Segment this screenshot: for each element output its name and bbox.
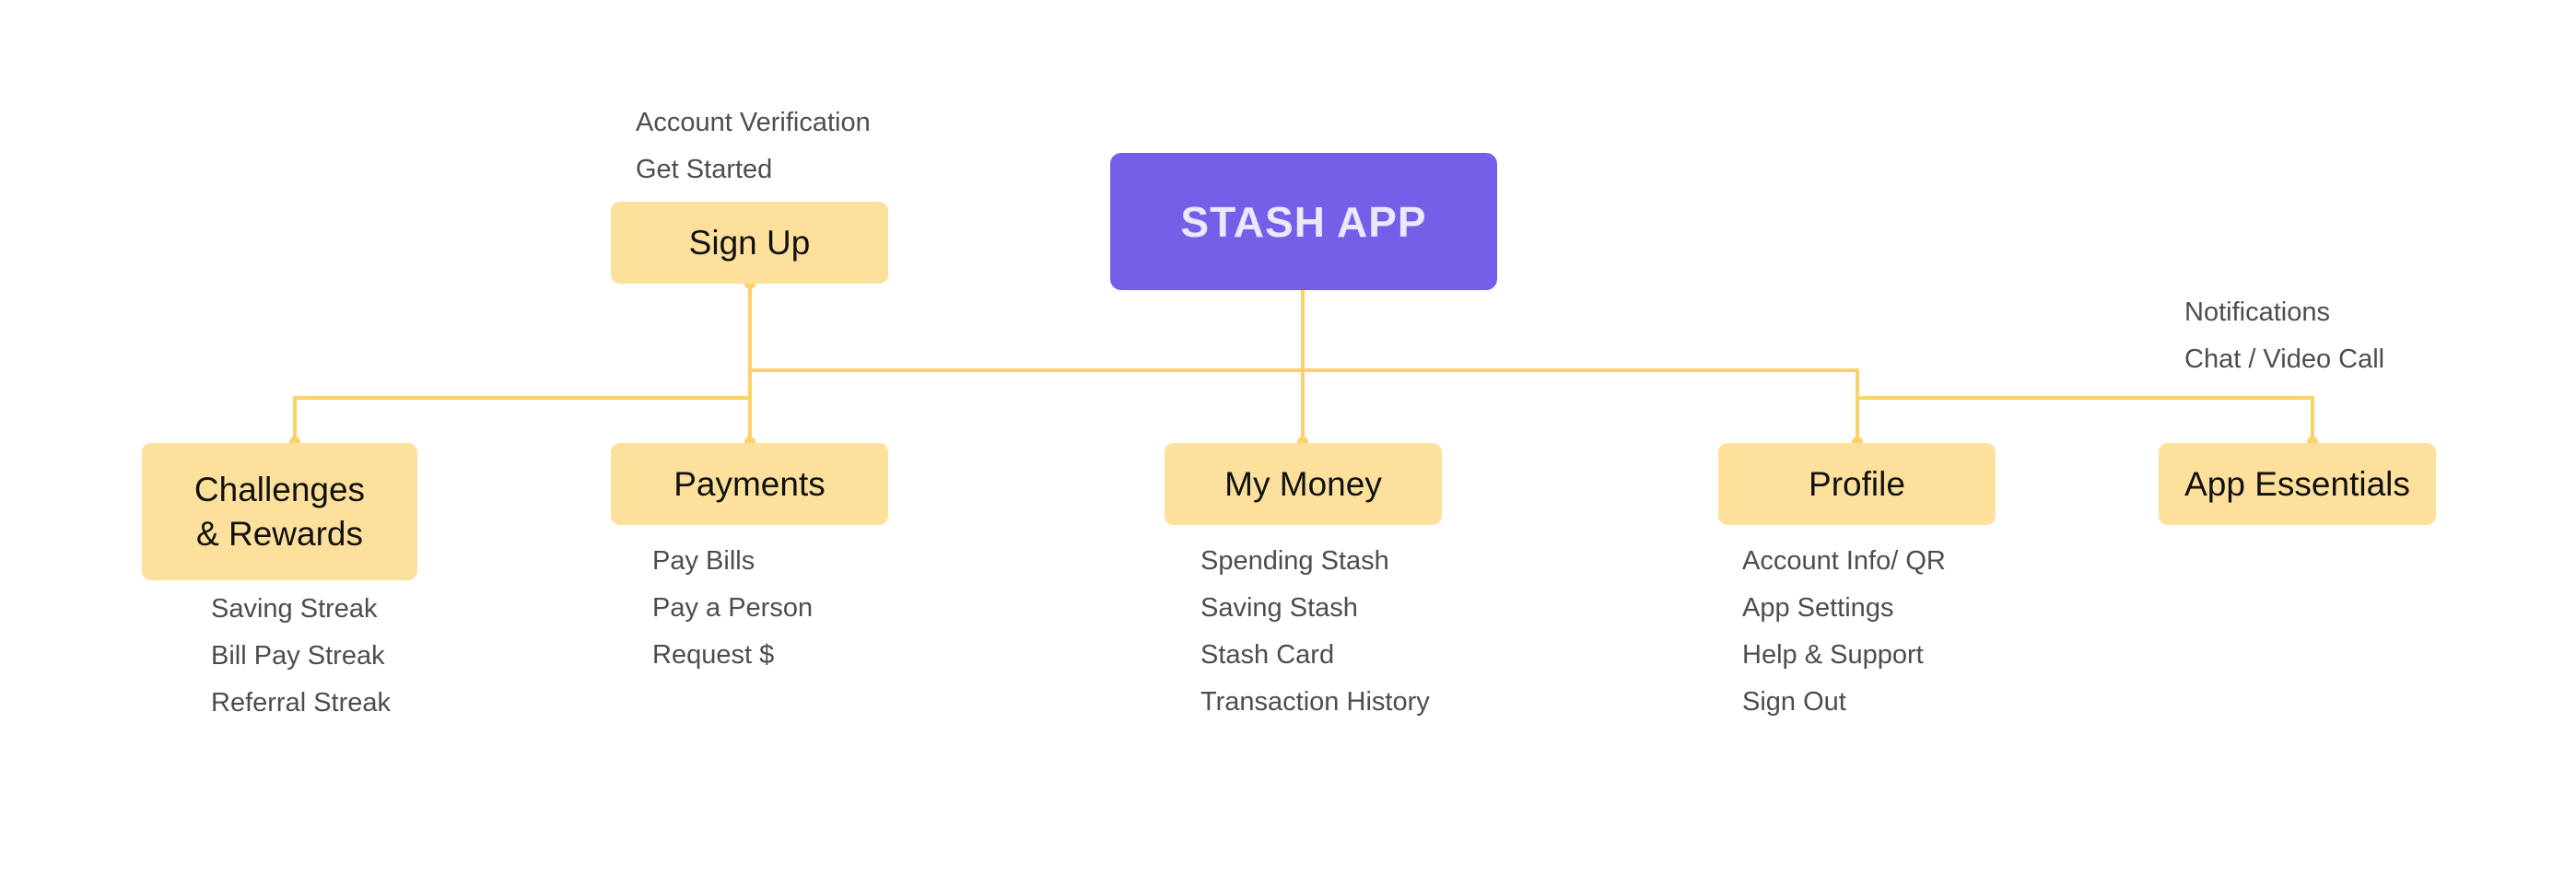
node-profile: Profile <box>1718 443 1996 525</box>
list-item: Transaction History <box>1200 687 1430 717</box>
node-my-money-label: My Money <box>1224 464 1382 503</box>
list-item: Pay a Person <box>652 593 814 623</box>
root-node-stash-app: STASH APP <box>1110 153 1497 290</box>
list-item: Saving Stash <box>1200 593 1358 623</box>
node-challenges-rewards: Challenges & Rewards <box>142 443 417 580</box>
list-item: Saving Streak <box>211 594 378 624</box>
list-item: Account Info/ QR <box>1742 546 1946 576</box>
list-item: Stash Card <box>1200 640 1335 670</box>
node-sign-up-label: Sign Up <box>688 223 811 262</box>
root-node-label: STASH APP <box>1180 197 1427 246</box>
essentials-subitems: Notifications Chat / Video Call <box>2184 289 2384 383</box>
list-item: Notifications <box>2184 298 2330 327</box>
challenges-subitems: Saving Streak Bill Pay Streak Referral S… <box>211 586 391 727</box>
node-sign-up: Sign Up <box>611 202 888 284</box>
list-item: Get Started <box>636 155 773 184</box>
list-item: App Settings <box>1742 593 1894 623</box>
list-item: Referral Streak <box>211 688 392 718</box>
node-my-money: My Money <box>1165 443 1442 525</box>
payments-subitems: Pay Bills Pay a Person Request $ <box>652 538 813 679</box>
list-item: Bill Pay Streak <box>211 641 385 671</box>
list-item: Sign Out <box>1742 687 1846 717</box>
list-item: Account Verification <box>636 108 871 137</box>
profile-subitems: Account Info/ QR App Settings Help & Sup… <box>1742 538 1946 726</box>
node-app-essentials: App Essentials <box>2159 443 2436 525</box>
node-payments-label: Payments <box>673 464 825 503</box>
list-item: Request $ <box>652 640 775 670</box>
list-item: Chat / Video Call <box>2184 344 2385 374</box>
node-profile-label: Profile <box>1809 464 1905 503</box>
list-item: Help & Support <box>1742 640 1924 670</box>
signup-subitems: Account Verification Get Started <box>636 99 871 193</box>
node-payments: Payments <box>611 443 888 525</box>
list-item: Spending Stash <box>1200 546 1389 576</box>
list-item: Pay Bills <box>652 546 755 576</box>
node-app-essentials-label: App Essentials <box>2184 464 2410 503</box>
node-challenges-rewards-label: Challenges & Rewards <box>193 470 366 553</box>
mymoney-subitems: Spending Stash Saving Stash Stash Card T… <box>1200 538 1430 726</box>
